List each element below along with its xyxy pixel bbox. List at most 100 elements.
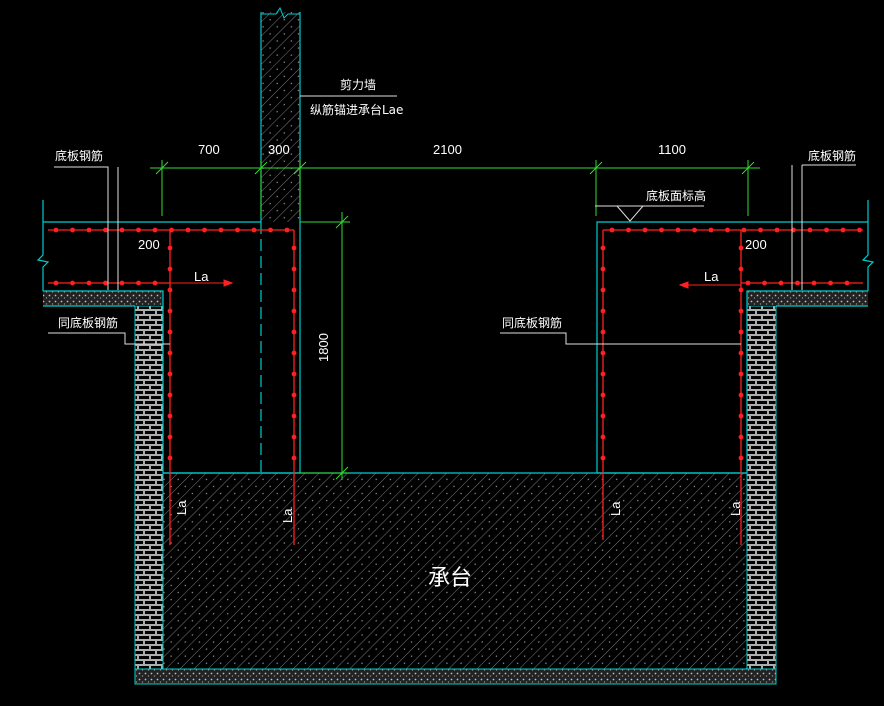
dim-1800: 1800 xyxy=(316,333,331,362)
rebar-dot xyxy=(103,280,108,286)
rebar-dot xyxy=(844,280,850,286)
rebar-dot xyxy=(811,280,817,286)
rebar-dot xyxy=(738,308,744,314)
dim-300: 300 xyxy=(268,142,290,157)
rebar-dot xyxy=(53,227,59,233)
rebar-dot xyxy=(291,350,297,356)
brick-wall-left xyxy=(134,305,164,670)
rebar-dot xyxy=(600,287,606,293)
rebar-dot xyxy=(600,434,606,440)
rebar-dot xyxy=(762,280,767,286)
dim-200-left: 200 xyxy=(138,237,160,252)
la-vertical-3: La xyxy=(608,501,623,516)
rebar-dot xyxy=(675,227,681,233)
leader-lines xyxy=(48,95,856,345)
rebar-dot xyxy=(167,350,173,356)
rebar-dot xyxy=(291,287,297,293)
rebar-dot xyxy=(103,227,108,233)
rebar-dot xyxy=(828,280,833,286)
rebar-dot xyxy=(738,329,744,335)
rebar-dot xyxy=(70,280,75,286)
rebar-dot xyxy=(167,455,173,461)
rebar-dot xyxy=(291,434,297,440)
rebar-dot xyxy=(626,227,631,233)
slab-top-elev-label: 底板面标高 xyxy=(646,188,706,203)
rebar-dot xyxy=(824,227,829,233)
rebar-dot xyxy=(600,245,606,251)
rebar-dot xyxy=(119,280,125,286)
rebar-dot xyxy=(745,280,751,286)
dim-1100: 1100 xyxy=(658,142,686,157)
la-arrow-right xyxy=(678,281,741,289)
rebar-dot xyxy=(778,280,784,286)
rebar-dot xyxy=(738,413,744,419)
rebar-dot xyxy=(86,227,92,233)
rebar-dot xyxy=(235,227,240,233)
la-vertical-2: La xyxy=(280,508,295,523)
rebar-dot xyxy=(70,227,75,233)
rebar-dot xyxy=(167,371,173,377)
rebar-dot xyxy=(738,266,744,272)
rebar-dot xyxy=(600,392,606,398)
rebar-dot xyxy=(167,434,173,440)
brick-wall-right xyxy=(746,305,777,670)
rebar-dot xyxy=(291,455,297,461)
rebar-dot xyxy=(86,280,92,286)
rebar-dot xyxy=(708,227,714,233)
rebar-dot xyxy=(857,227,862,233)
rebar-dot xyxy=(600,413,606,419)
rebar-dot xyxy=(152,227,158,233)
rebar-dot xyxy=(202,227,207,233)
la-arrow-left xyxy=(170,279,234,287)
rebar-dot xyxy=(642,227,648,233)
rebar-dot xyxy=(807,227,813,233)
rebar-dot xyxy=(738,392,744,398)
la-vertical-4: La xyxy=(728,501,743,516)
rebar-dot xyxy=(600,329,606,335)
rebar-dot xyxy=(840,227,846,233)
rebar-dots xyxy=(53,227,862,461)
rebar-dot xyxy=(291,245,297,251)
rebar-dot xyxy=(169,227,174,233)
rebar-dot xyxy=(291,266,297,272)
rebar-dot xyxy=(600,371,606,377)
rebar-dot xyxy=(741,227,747,233)
shear-wall xyxy=(260,6,301,222)
same-rebar-left-label: 同底板钢筋 xyxy=(58,315,118,330)
rebar-dot xyxy=(119,227,125,233)
rebar-dot xyxy=(268,227,273,233)
rebar-dot xyxy=(136,227,141,233)
rebar-dot xyxy=(185,227,191,233)
rebar-dot xyxy=(600,455,606,461)
rebar-dot xyxy=(251,227,257,233)
rebar-dot xyxy=(738,245,744,251)
rebar-dot xyxy=(218,227,224,233)
wall-anchor-label: 纵筋锚进承台Lae xyxy=(310,102,403,117)
cushion-layer xyxy=(43,291,868,685)
la-right: La xyxy=(704,269,719,284)
dim-2100: 2100 xyxy=(433,142,462,157)
rebar-dot xyxy=(167,266,173,272)
rebar-dot xyxy=(152,280,158,286)
rebar-dot xyxy=(738,371,744,377)
rebar-dot xyxy=(167,413,173,419)
rebar-dot xyxy=(167,308,173,314)
rebar-dot xyxy=(284,227,290,233)
rebar-dot xyxy=(774,227,780,233)
rebar-dot xyxy=(738,287,744,293)
slab-outline xyxy=(36,200,875,474)
dimension-lines xyxy=(150,160,760,480)
pile-cap-label: 承台 xyxy=(428,566,472,591)
rebar-dot xyxy=(692,227,697,233)
rebar-dot xyxy=(291,329,297,335)
rebar-dot xyxy=(167,329,173,335)
rebar-dot xyxy=(53,280,59,286)
rebar-dot xyxy=(167,245,173,251)
rebar-dot xyxy=(795,280,800,286)
rebar-dot xyxy=(738,455,744,461)
bottom-rebar-right-label: 底板钢筋 xyxy=(808,148,856,163)
rebar-dot xyxy=(136,280,141,286)
rebar-dot xyxy=(291,308,297,314)
rebar-dot xyxy=(600,308,606,314)
